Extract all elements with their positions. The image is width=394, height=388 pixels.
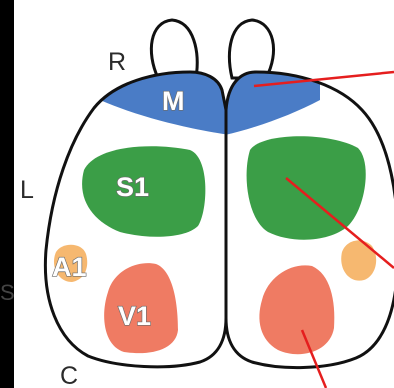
- somatosensory-area-right: [247, 136, 366, 239]
- motor-label: M: [162, 86, 185, 116]
- lateral-label: L: [20, 176, 34, 204]
- visual-label: V1: [118, 301, 151, 331]
- caudal-label: C: [60, 362, 78, 388]
- rostral-label: R: [108, 48, 126, 76]
- edge-glyph: S: [0, 280, 15, 305]
- olfactory-bulb-right: [229, 20, 273, 78]
- somatosensory-label: S1: [116, 172, 149, 202]
- auditory-label: A1: [52, 252, 87, 282]
